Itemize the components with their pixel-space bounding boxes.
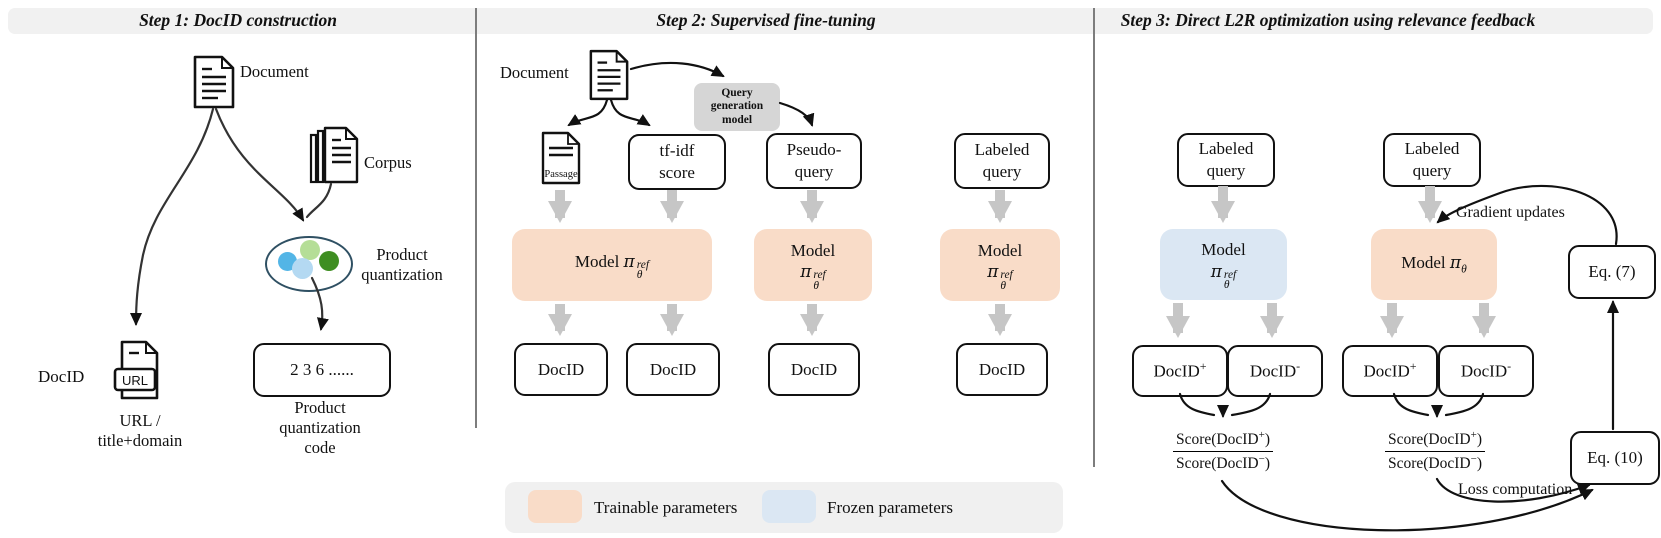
document2-label: Document: [500, 63, 569, 82]
step2-title: Step 2: Supervised fine-tuning: [656, 10, 876, 30]
corpus-icon: [309, 126, 359, 184]
passage-icon: Passage: [541, 131, 581, 185]
passage-label: Passage: [544, 169, 578, 180]
docid-pos-box-policy: DocID+: [1342, 345, 1438, 397]
docid-box-1: DocID: [514, 343, 608, 396]
frozen-label: Frozen parameters: [827, 498, 954, 517]
pq-dot-darkgreen: [319, 251, 339, 271]
eq10-box: Eq. (10): [1570, 431, 1660, 485]
frozen-swatch: [762, 490, 816, 523]
docid-neg-box-ref: DocID-: [1227, 345, 1323, 397]
step1-title: Step 1: DocID construction: [139, 10, 337, 30]
trainable-swatch: [528, 490, 582, 523]
divider-step1-step2: [475, 8, 477, 428]
header-band: [8, 8, 1653, 34]
docid-box-3: DocID: [768, 343, 860, 396]
document2-icon: [589, 49, 629, 101]
docid-box-2: DocID: [626, 343, 720, 396]
score-ratio-ref: Score(DocID+) Score(DocID−): [1158, 429, 1288, 474]
corpus-label: Corpus: [364, 153, 412, 172]
document-label: Document: [240, 62, 309, 81]
query-generation-model-box: Query generation model: [694, 83, 780, 131]
pq-dot-lightblue: [292, 258, 313, 279]
loss-computation-label: Loss computation: [1458, 481, 1573, 498]
eq7-box: Eq. (7): [1568, 245, 1656, 299]
docid-label: DocID: [38, 367, 85, 386]
pq-dot-lightgreen: [300, 240, 320, 260]
url-badge-text: URL: [122, 373, 148, 388]
url-caption: URL /title+domain: [97, 411, 183, 450]
docid-pos-box-ref: DocID+: [1132, 345, 1228, 397]
pq-code-caption: Product quantization code: [279, 398, 361, 457]
pseudo-query-box: Pseudo-query: [766, 133, 862, 189]
model-policy-box: Model πθ: [1371, 229, 1497, 300]
step3-title: Step 3: Direct L2R optimization using re…: [1120, 10, 1536, 30]
gradient-updates-label: Gradient updates: [1456, 204, 1565, 221]
docid-neg-box-policy: DocID-: [1438, 345, 1534, 397]
score-ratio-policy: Score(DocID+) Score(DocID−): [1370, 429, 1500, 474]
document-icon: [193, 55, 235, 109]
pq-code-box: 2 3 6 ......: [253, 343, 391, 397]
docid-box-4: DocID: [956, 343, 1048, 396]
trainable-label: Trainable parameters: [594, 498, 738, 517]
url-docid-icon: URL: [113, 340, 159, 400]
divider-step2-step3: [1093, 8, 1095, 467]
